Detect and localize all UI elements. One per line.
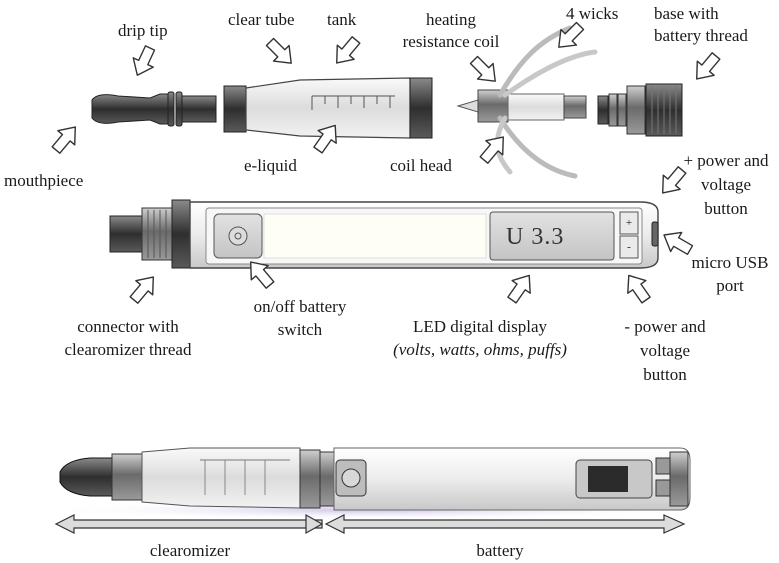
arrow-base	[687, 48, 726, 87]
coil-head-part	[456, 25, 598, 179]
label-tank: tank	[327, 10, 357, 29]
arrow-minus-button	[619, 268, 656, 308]
label-minus-3: button	[643, 365, 687, 384]
clearomizer-span-arrow	[54, 513, 324, 535]
label-base-2: battery thread	[654, 26, 748, 45]
label-battery: battery	[476, 541, 524, 560]
label-plus-2: voltage	[700, 175, 752, 194]
base-part	[597, 83, 683, 137]
label-minus-1: - power and	[624, 317, 706, 336]
label-minus-2: voltage	[639, 341, 691, 360]
label-mouthpiece: mouthpiece	[4, 171, 84, 190]
label-connector-2: clearomizer thread	[64, 340, 192, 359]
label-connector-1: connector with	[77, 317, 179, 336]
label-plus-3: button	[704, 199, 748, 218]
battery-schematic	[109, 199, 659, 269]
arrow-mouthpiece	[46, 119, 85, 158]
arrow-drip-tip	[126, 42, 161, 81]
label-four-wicks: 4 wicks	[566, 4, 619, 23]
drip-tip-part	[91, 91, 217, 127]
label-drip-tip: drip tip	[118, 21, 168, 40]
tank-part	[223, 77, 433, 139]
assembled-device	[40, 447, 700, 520]
arrow-clear-tube	[261, 33, 300, 72]
arrow-heating-coil	[465, 51, 504, 90]
label-heating-coil-2: resistance coil	[402, 32, 500, 51]
arrow-led-display	[502, 268, 539, 308]
label-onoff-2: switch	[277, 320, 323, 339]
label-e-liquid: e-liquid	[244, 156, 297, 175]
label-led-2: (volts, watts, ohms, puffs)	[393, 340, 567, 359]
display-plus-symbol: +	[625, 217, 633, 229]
label-clear-tube: clear tube	[228, 10, 295, 29]
arrow-coil-head	[474, 129, 513, 168]
label-base-1: base with	[654, 4, 719, 23]
display-minus-symbol: -	[627, 241, 631, 253]
label-clearomizer: clearomizer	[149, 541, 231, 560]
battery-span-arrow	[324, 514, 686, 534]
label-micro-usb-1: micro USB	[691, 253, 769, 272]
label-onoff-1: on/off battery	[253, 297, 347, 316]
label-micro-usb-2: port	[716, 276, 744, 295]
display-reading: U 3.3	[506, 224, 565, 250]
label-plus-1: + power and	[683, 151, 769, 170]
arrow-tank	[327, 32, 366, 71]
label-heating-coil-1: heating	[425, 10, 477, 29]
label-led-1: LED digital display	[412, 317, 548, 336]
label-coil-head: coil head	[390, 156, 452, 175]
arrow-connector	[124, 269, 163, 308]
